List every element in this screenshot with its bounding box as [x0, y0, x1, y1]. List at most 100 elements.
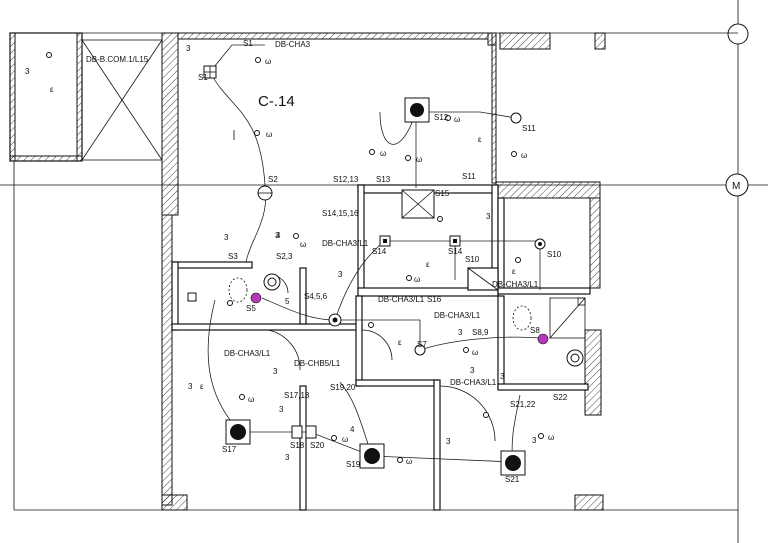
- socket-outlet: ω: [255, 57, 271, 66]
- circuit-number: 3: [186, 44, 191, 53]
- circuit-number: 4: [276, 231, 281, 240]
- svg-text:ω: ω: [248, 395, 254, 404]
- svg-text:ε: ε: [478, 135, 482, 144]
- svg-text:ε: ε: [50, 85, 54, 94]
- wall-hatch: [589, 197, 601, 289]
- stair-line: [467, 267, 499, 291]
- switch-label: S13: [376, 175, 391, 184]
- wall-hatch: [9, 155, 83, 162]
- wall-hatch: [161, 214, 173, 506]
- svg-text:ε: ε: [200, 382, 204, 391]
- circuit-wire: [207, 299, 241, 433]
- mirror-light: [537, 333, 549, 345]
- ceiling-light: [263, 273, 281, 291]
- circuit-number: 3: [532, 436, 537, 445]
- switch-label: S14: [372, 247, 387, 256]
- socket-outlet: ω: [538, 433, 554, 442]
- panel-label: DB-CHA3/L1: [378, 295, 425, 304]
- washbasin: [512, 305, 532, 331]
- circuit-number: 3: [458, 328, 463, 337]
- washbasin: [228, 277, 248, 303]
- socket-outlet: ε: [512, 257, 521, 276]
- socket-box: [187, 292, 197, 302]
- switch-label: S5: [246, 304, 256, 313]
- switch-box: [291, 425, 303, 439]
- wc-diagonal: [549, 297, 586, 339]
- wall-hatch: [584, 329, 602, 416]
- switch-label: S10: [465, 255, 480, 264]
- wall-hatch: [495, 181, 601, 199]
- room-label: C-.14: [258, 93, 295, 110]
- circuit-wire: [379, 111, 417, 145]
- wc-box: [549, 297, 586, 339]
- panel-label: DB-CHB5/L1: [294, 359, 341, 368]
- socket-outlet: ω: [406, 275, 420, 284]
- socket-outlet: ω: [445, 115, 460, 124]
- wall-hatch: [161, 32, 179, 216]
- switch-label: S20: [310, 441, 325, 450]
- socket-outlet: ω: [405, 155, 422, 164]
- svg-text:ω: ω: [265, 57, 271, 66]
- switch-label: S12: [434, 113, 449, 122]
- svg-text:ε: ε: [426, 260, 430, 269]
- switch-label: S17: [222, 445, 237, 454]
- socket-outlet: ω: [369, 149, 386, 158]
- svg-text:ω: ω: [342, 435, 348, 444]
- circuit-number: 3: [486, 212, 491, 221]
- grid-bubble-top: [727, 23, 749, 45]
- switch-label: S1: [198, 73, 208, 82]
- circuit-wire: [419, 336, 541, 351]
- socket-outlet: ε: [368, 322, 402, 347]
- ceiling-light: [534, 238, 546, 250]
- ceiling-light: [566, 349, 584, 367]
- wall-hatch: [594, 32, 606, 50]
- interior-wall: [171, 261, 253, 269]
- svg-text:ω: ω: [406, 457, 412, 466]
- socket-outlet: ε: [478, 135, 489, 418]
- switch-label: S18: [290, 441, 305, 450]
- downlight-fixture: [500, 450, 526, 476]
- socket-outlet: ω: [239, 394, 254, 404]
- switch-label: S3: [228, 252, 238, 261]
- interior-wall: [355, 295, 363, 387]
- switch-box: [305, 425, 317, 439]
- light-fixture-square: [449, 235, 461, 247]
- grid-marker-label: M: [732, 181, 740, 192]
- switch-label: S15: [435, 189, 450, 198]
- wall-hatch: [574, 494, 604, 511]
- socket-outlet: ε: [200, 300, 233, 391]
- switch-label: S21: [505, 475, 520, 484]
- panel-label: DB-CHA3/L1: [492, 280, 539, 289]
- switch-label: S19,20: [330, 383, 356, 392]
- circuit-wire: [334, 240, 386, 321]
- light-fixture-square: [203, 65, 217, 79]
- switch-label: S21,22: [510, 400, 536, 409]
- switch-label: S16: [427, 295, 442, 304]
- wall-hatch: [491, 32, 497, 184]
- panel-label: DB-CHA3/L1: [322, 239, 369, 248]
- svg-text:ω: ω: [416, 155, 422, 164]
- panel-label: DB-CHA3/L1: [450, 378, 497, 387]
- interior-wall: [433, 379, 441, 511]
- socket-outlet: ω: [293, 233, 306, 249]
- exhaust-fan: [401, 189, 435, 219]
- circuit-wire: [209, 44, 265, 73]
- wall-hatch: [9, 32, 16, 162]
- circuit-wire: [335, 319, 421, 350]
- door-arc: [267, 329, 301, 371]
- svg-text:ω: ω: [472, 348, 478, 357]
- circuit-number: 3: [188, 382, 193, 391]
- switch-label: S22: [553, 393, 568, 402]
- ceiling-light: [510, 112, 522, 124]
- circuit-number: 3: [446, 437, 451, 446]
- downlight-fixture: [225, 419, 251, 445]
- interior-wall: [355, 379, 439, 387]
- interior-wall: [357, 184, 365, 291]
- circuit-number: 4: [350, 425, 355, 434]
- circuit-number: 3: [500, 372, 505, 381]
- switch-label: S8: [530, 326, 540, 335]
- switch-label: S19: [346, 460, 361, 469]
- interior-wall: [299, 385, 307, 511]
- circuit-number: 3: [273, 367, 278, 376]
